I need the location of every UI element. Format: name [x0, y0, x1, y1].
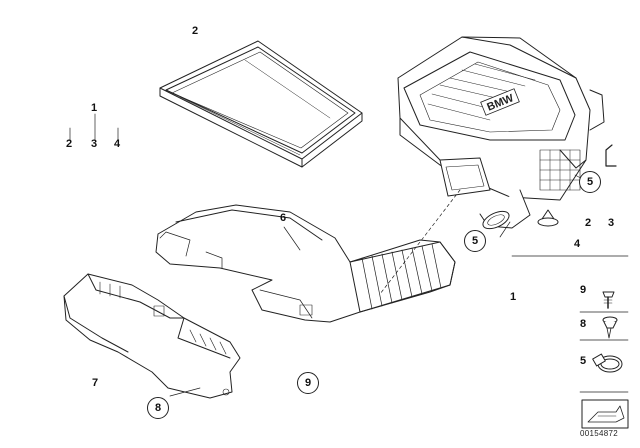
arrow-symbol-box	[581, 399, 629, 429]
callout-5-elbow: 5	[464, 230, 486, 252]
label-kit-4: 4	[114, 138, 121, 150]
callout-5-housing: 5	[579, 171, 601, 193]
label-lower-duct: 7	[92, 377, 99, 389]
lower-air-duct	[63, 273, 241, 399]
air-cleaner-housing	[397, 36, 617, 230]
label-duct: 6	[280, 212, 287, 224]
air-filter-element	[159, 40, 363, 168]
label-right-3: 3	[608, 217, 615, 229]
legend-label-8: 8	[580, 318, 587, 330]
bolt-part	[602, 291, 615, 309]
hose-clamp-part	[592, 353, 623, 373]
legend-label-9: 9	[580, 284, 587, 296]
intake-duct	[155, 204, 456, 323]
label-right-1: 1	[510, 291, 517, 303]
screw-part	[602, 316, 618, 339]
label-kit-1: 1	[91, 102, 98, 114]
label-air-filter: 2	[192, 25, 199, 37]
label-kit-2: 2	[66, 138, 73, 150]
callout-9: 9	[297, 372, 319, 394]
legend-label-5: 5	[580, 355, 587, 367]
label-right-2: 2	[585, 217, 592, 229]
callout-8: 8	[147, 397, 169, 419]
leader-lines	[69, 113, 629, 397]
label-kit-3: 3	[91, 138, 98, 150]
doc-number: 00154872	[580, 429, 618, 438]
label-right-4: 4	[574, 238, 581, 250]
